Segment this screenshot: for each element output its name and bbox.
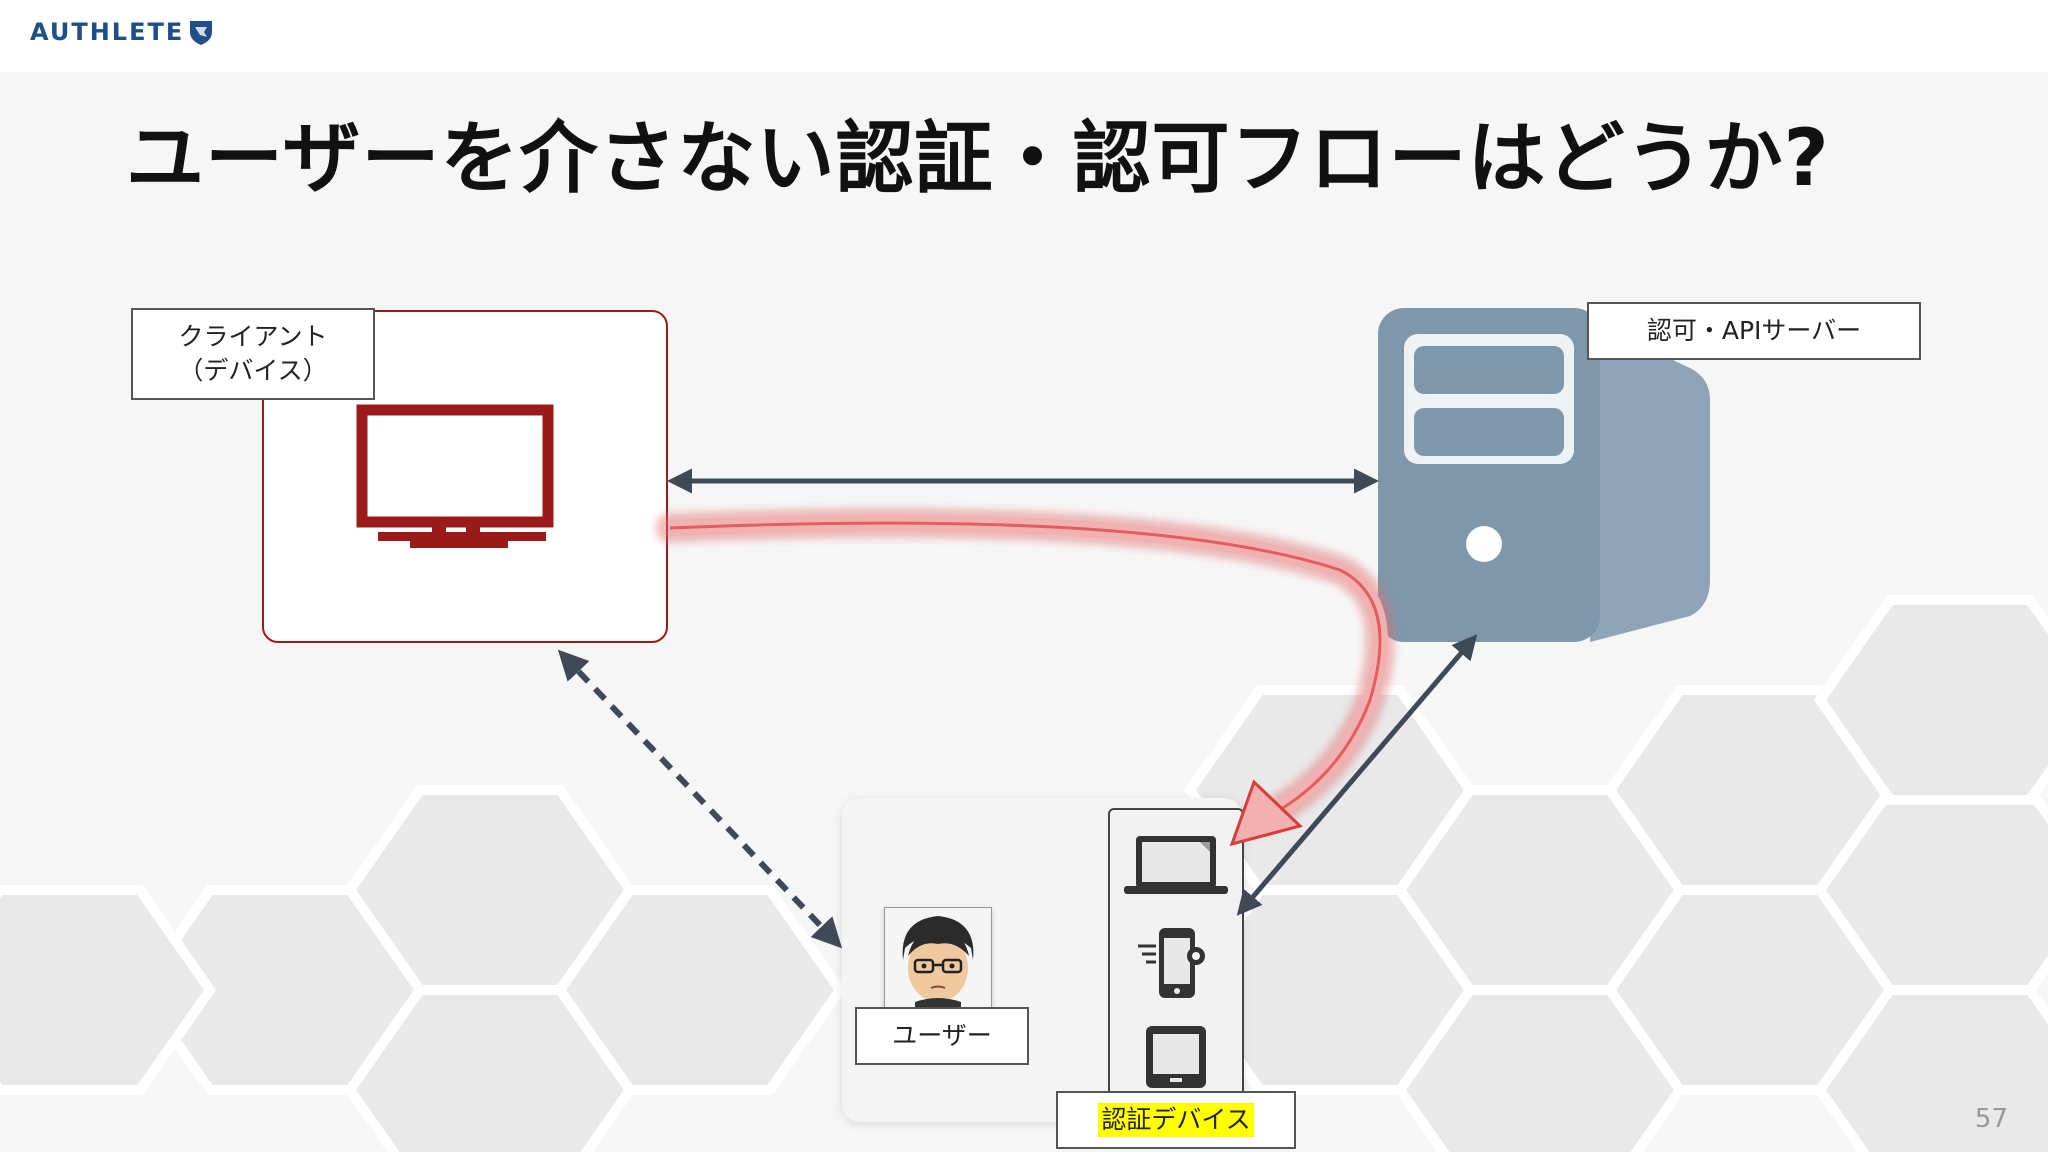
shield-icon (190, 21, 213, 45)
smartphone-gear-icon (1138, 928, 1205, 998)
auth-device-label: 認証デバイス (1056, 1091, 1296, 1149)
user-avatar (884, 907, 992, 1009)
client-label-line2: （デバイス） (178, 356, 328, 385)
slide-title: ユーザーを介さない認証・認可フローはどうか? (126, 114, 1830, 204)
laptop-icon (1124, 836, 1228, 894)
user-label-text: ユーザー (892, 1021, 992, 1050)
page-number: 57 (1974, 1104, 2008, 1134)
logo-text: AUTHLETE (30, 18, 185, 46)
tablet-icon (1146, 1026, 1206, 1088)
authlete-logo: AUTHLETE (30, 14, 214, 50)
user-face-icon (885, 908, 991, 1008)
user-label: ユーザー (855, 1007, 1029, 1065)
client-label: クライアント （デバイス） (131, 308, 375, 400)
server-label: 認可・APIサーバー (1587, 302, 1921, 360)
server-label-text: 認可・APIサーバー (1646, 316, 1862, 345)
auth-device-label-text: 認証デバイス (1098, 1103, 1254, 1137)
client-label-line1: クライアント (178, 322, 328, 351)
